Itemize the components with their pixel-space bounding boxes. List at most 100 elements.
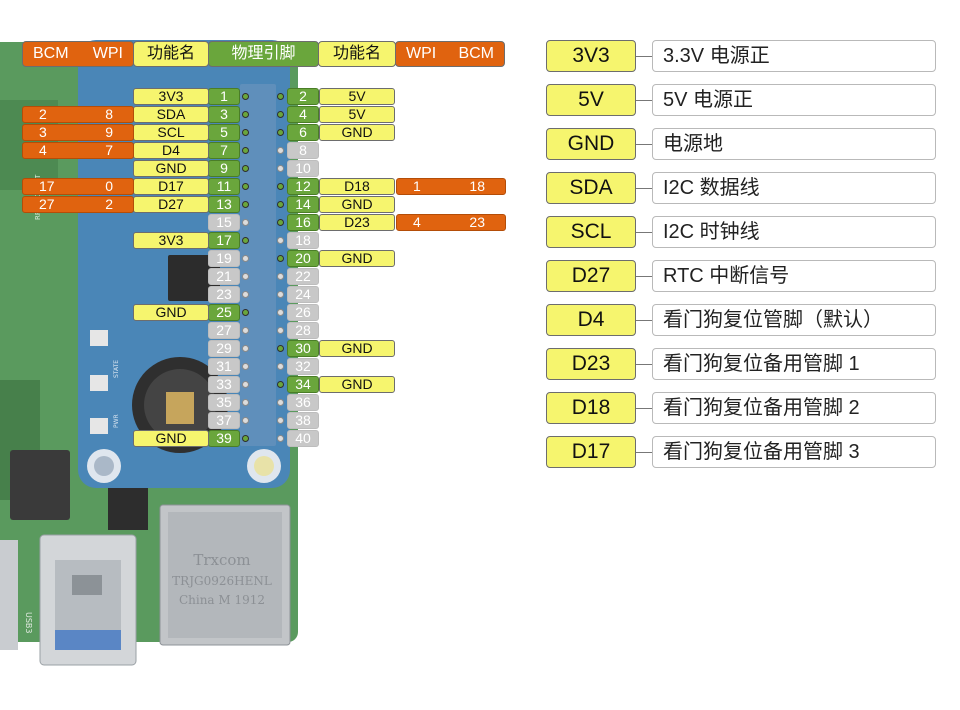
- pin-dot-38: [277, 417, 284, 424]
- pin-number-27: 27: [208, 322, 240, 339]
- pin-dot-27: [242, 327, 249, 334]
- pin-function-4: 5V: [319, 106, 395, 123]
- pin-bcm-7: 4: [39, 142, 47, 158]
- legend-description: 看门狗复位备用管脚 1: [652, 348, 936, 380]
- pin-function-16: D23: [319, 214, 395, 231]
- pin-dot-5: [242, 129, 249, 136]
- pin-number-18: 18: [287, 232, 319, 249]
- pin-number-14: 14: [287, 196, 319, 213]
- legend-key: D17: [546, 436, 636, 468]
- pin-function-9: GND: [133, 160, 209, 177]
- pin-dot-37: [242, 417, 249, 424]
- pin-dot-9: [242, 165, 249, 172]
- pin-number-4: 4: [287, 106, 319, 123]
- pin-bcm-3: 2: [39, 106, 47, 122]
- hat-chip: [168, 255, 220, 301]
- legend-key: D4: [546, 304, 636, 336]
- pin-dot-21: [242, 273, 249, 280]
- pin-number-16: 16: [287, 214, 319, 231]
- pin-wpi-3: 8: [105, 106, 113, 122]
- pin-wpi-12: 1: [413, 178, 421, 194]
- pin-number-8: 8: [287, 142, 319, 159]
- pin-dot-7: [242, 147, 249, 154]
- pin-dot-3: [242, 111, 249, 118]
- pin-number-28: 28: [287, 322, 319, 339]
- pin-function-20: GND: [319, 250, 395, 267]
- pin-number-25: 25: [208, 304, 240, 321]
- pin-dot-24: [277, 291, 284, 298]
- pin-function-5: SCL: [133, 124, 209, 141]
- pin-number-9: 9: [208, 160, 240, 177]
- legend-description: 电源地: [652, 128, 936, 160]
- legend-description: 看门狗复位管脚（默认）: [652, 304, 936, 336]
- legend-connector: [636, 232, 652, 233]
- ic-chip: [10, 450, 70, 520]
- header-func-right: 功能名: [318, 41, 396, 67]
- pin-number-36: 36: [287, 394, 319, 411]
- legend-key: SDA: [546, 172, 636, 204]
- header-physical-pin: 物理引脚: [208, 41, 319, 67]
- header-wpi-right: WPI: [406, 45, 437, 62]
- legend-description: I2C 时钟线: [652, 216, 936, 248]
- pin-dot-26: [277, 309, 284, 316]
- legend-connector: [636, 56, 652, 57]
- legend-description: 3.3V 电源正: [652, 40, 936, 72]
- pin-number-40: 40: [287, 430, 319, 447]
- led-pwr-label: PWR: [113, 414, 120, 428]
- legend-connector: [636, 364, 652, 365]
- header-wpi-left: WPI: [92, 45, 123, 62]
- legend-key: D18: [546, 392, 636, 424]
- pin-number-34: 34: [287, 376, 319, 393]
- pin-number-21: 21: [208, 268, 240, 285]
- pin-dot-32: [277, 363, 284, 370]
- pin-bcm-11: 17: [39, 178, 55, 194]
- pin-dot-34: [277, 381, 284, 388]
- pin-number-5: 5: [208, 124, 240, 141]
- pin-dot-19: [242, 255, 249, 262]
- pin-number-39: 39: [208, 430, 240, 447]
- pin-number-11: 11: [208, 178, 240, 195]
- legend-connector: [636, 276, 652, 277]
- pin-dot-6: [277, 129, 284, 136]
- pin-dot-22: [277, 273, 284, 280]
- pin-dot-14: [277, 201, 284, 208]
- legend-description: 看门狗复位备用管脚 3: [652, 436, 936, 468]
- pin-wpi-13: 2: [105, 196, 113, 212]
- pin-dot-15: [242, 219, 249, 226]
- header-func-left: 功能名: [133, 41, 209, 67]
- pin-bcm-13: 27: [39, 196, 55, 212]
- led-state-label: STATE: [113, 360, 120, 378]
- header-wpi-bcm-right: WPI BCM: [395, 41, 505, 67]
- pin-dot-11: [242, 183, 249, 190]
- legend-key: 5V: [546, 84, 636, 116]
- pin-wpi-5: 9: [105, 124, 113, 140]
- pin-dot-29: [242, 345, 249, 352]
- pin-dot-28: [277, 327, 284, 334]
- pin-number-23: 23: [208, 286, 240, 303]
- pin-function-13: D27: [133, 196, 209, 213]
- pin-number-37: 37: [208, 412, 240, 429]
- pin-number-31: 31: [208, 358, 240, 375]
- pin-number-17: 17: [208, 232, 240, 249]
- jack-origin: China M 1912: [179, 593, 265, 607]
- legend-connector: [636, 452, 652, 453]
- pin-number-6: 6: [287, 124, 319, 141]
- legend-key: GND: [546, 128, 636, 160]
- pin-dot-30: [277, 345, 284, 352]
- pin-dot-33: [242, 381, 249, 388]
- pin-dot-25: [242, 309, 249, 316]
- pin-dot-1: [242, 93, 249, 100]
- header-bcm-wpi-left: BCM WPI: [22, 41, 134, 67]
- gpio-header: [240, 84, 276, 446]
- legend-description: 5V 电源正: [652, 84, 936, 116]
- pin-dot-16: [277, 219, 284, 226]
- pin-number-33: 33: [208, 376, 240, 393]
- pin-bcm-16: 23: [469, 214, 485, 230]
- pin-number-12: 12: [287, 178, 319, 195]
